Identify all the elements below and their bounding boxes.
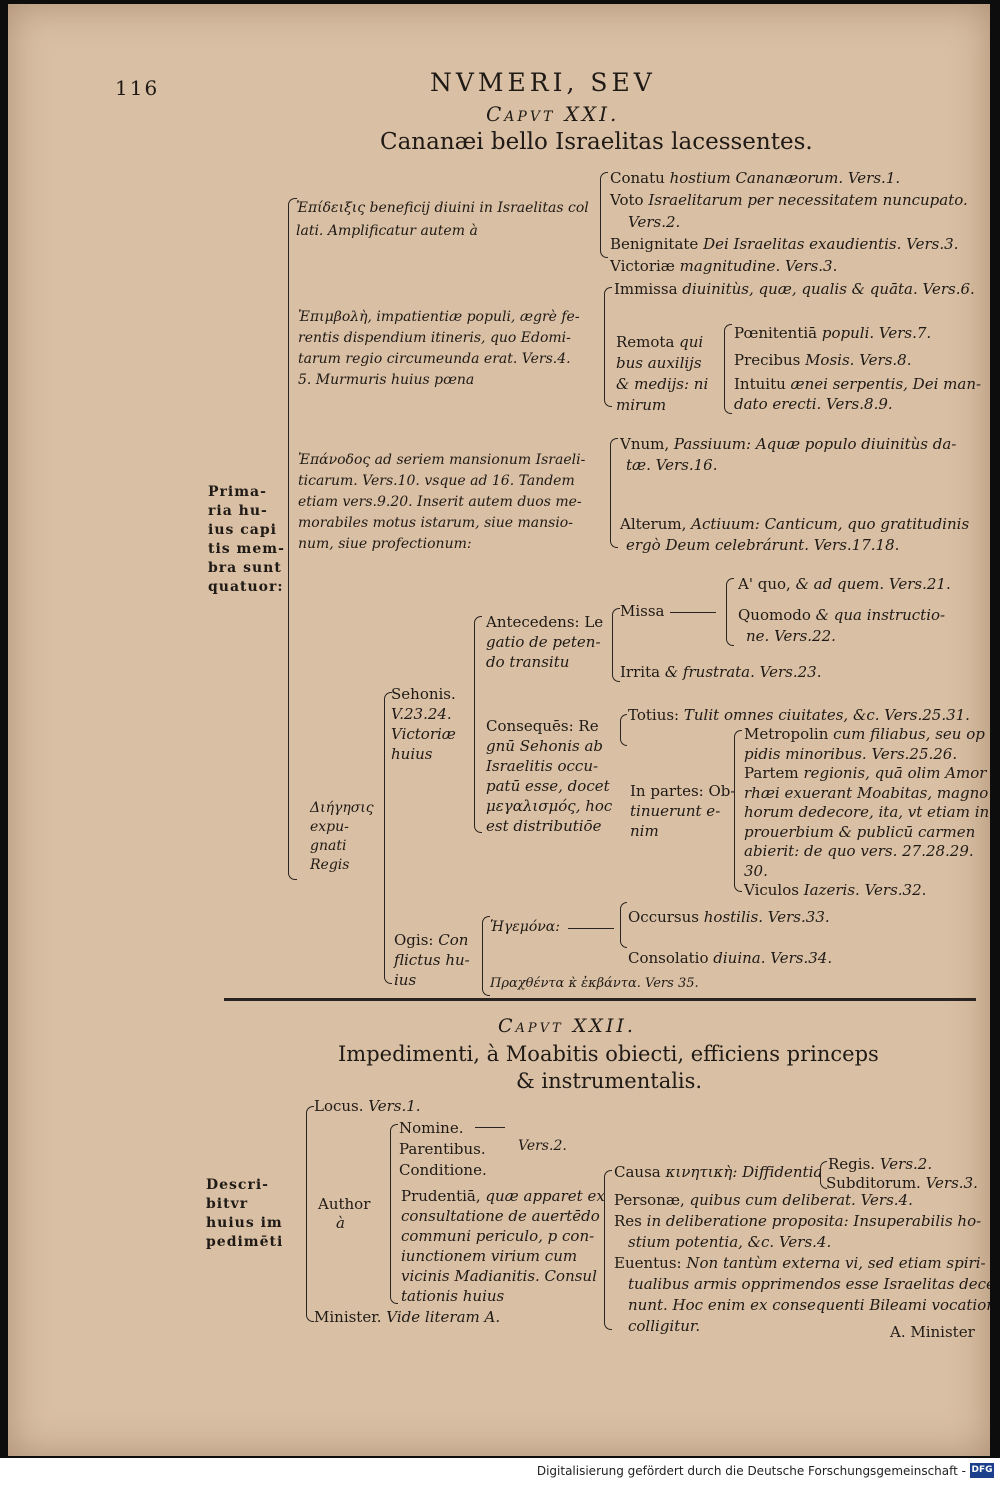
epimbole-bracket	[604, 287, 612, 407]
consultatio-items: Personæ, quibus cum deliberat. Vers.4. R…	[614, 1191, 990, 1335]
chapter-22-title-line2: & instrumentalis.	[516, 1069, 703, 1093]
author-bracket	[390, 1124, 398, 1304]
prudentia-text: Prudentiā, quæ apparet ex consultatione …	[401, 1187, 605, 1305]
antecedens-bracket	[612, 608, 620, 682]
hegemon-label: Ἡγεμόνα:	[490, 919, 560, 935]
dfg-logo: DFG	[970, 1463, 994, 1478]
chapter-22-heading: Capvt XXII.	[498, 1015, 636, 1037]
epideixis-items: Conatu hostium Cananæorum. Vers.1. Voto …	[610, 169, 968, 275]
footer-bar: Digitalisierung gefördert durch die Deut…	[0, 1458, 1000, 1485]
missa-label: Missa	[620, 602, 665, 620]
ogis-bracket	[482, 916, 490, 996]
nomine-dash	[475, 1127, 505, 1129]
immissa-text: Immissa diuinitùs, quæ, qualis & quāta. …	[614, 280, 975, 298]
ogis-items: Occursus hostilis. Vers.33. Consolatio d…	[628, 908, 833, 967]
chapter-22-title-line1: Impedimenti, à Moabitis obiecti, efficie…	[338, 1042, 879, 1066]
locus-text: Locus. Vers.1.	[314, 1097, 421, 1115]
partes-bracket	[734, 730, 742, 892]
remota-items: Pœnitentiā populi. Vers.7. Precibus Mosi…	[734, 324, 982, 413]
catchword: A. Minister	[890, 1323, 975, 1341]
hegemon-dash	[568, 928, 614, 930]
describitur-bracket	[306, 1106, 314, 1322]
section-divider	[224, 998, 976, 1001]
running-head: NVMERI, SEV	[430, 68, 656, 97]
missa-items: A' quo, & ad quem. Vers.21. Quomodo & qu…	[738, 575, 951, 645]
causa-bracket	[820, 1161, 827, 1189]
consequens-bracket	[620, 714, 627, 746]
minister-text: Minister. Vide literam A.	[314, 1308, 501, 1326]
main-bracket	[288, 198, 297, 880]
epanodos-text: Ἐπάνοδος ad seriem mansionum Israeli-tic…	[298, 452, 586, 552]
chapter-21-heading: Capvt XXI.	[486, 102, 620, 126]
remota-bracket	[724, 324, 732, 414]
page-number: 116	[115, 76, 160, 100]
epanodos-items: Vnum, Passiuum: Aquæ populo diuinitùs da…	[620, 435, 970, 554]
book-page: 116 NVMERI, SEV Capvt XXI. Cananæi bello…	[8, 4, 990, 1456]
author-items: Nomine.Parentibus.Conditione.	[399, 1119, 487, 1179]
missa-dash	[670, 612, 716, 614]
totius-text: Totius: Tulit omnes ciuitates, &c. Vers.…	[628, 706, 970, 724]
prachthenta-text: Πραχθέντα κ̀ ἐκβάντα. Vers 35.	[490, 976, 699, 991]
causa-text: Causa κινητικὴ: Diffidentia	[614, 1163, 823, 1181]
consultatio-bracket	[604, 1170, 612, 1330]
epideixis-text: Ἐπίδειξις beneficij diuini in Israelitas…	[296, 200, 589, 239]
hegemon-bracket	[620, 902, 627, 948]
missa-bracket	[726, 578, 734, 646]
epimbole-text: Ἐπιμβολὴ, impatientiæ populi, ægrè fe-re…	[298, 309, 580, 388]
chapter-21-title: Cananæi bello Israelitas lacessentes.	[380, 129, 813, 155]
epideixis-bracket	[600, 172, 608, 258]
vers2-label: Vers.2.	[518, 1138, 567, 1154]
diegesis-bracket	[384, 692, 392, 984]
epanodos-bracket	[610, 438, 618, 548]
irrita-text: Irrita & frustrata. Vers.23.	[620, 663, 822, 681]
causa-items: Regis. Vers.2. Subditorum. Vers.3.	[826, 1155, 978, 1192]
sehonis-bracket	[474, 616, 482, 833]
partes-items: Metropolin cum filiabus, seu op pidis mi…	[744, 725, 990, 899]
in-partes-text: In partes: Ob-tinuerunt e-nim	[630, 782, 736, 840]
footer-credit: Digitalisierung gefördert durch die Deut…	[536, 1464, 966, 1478]
